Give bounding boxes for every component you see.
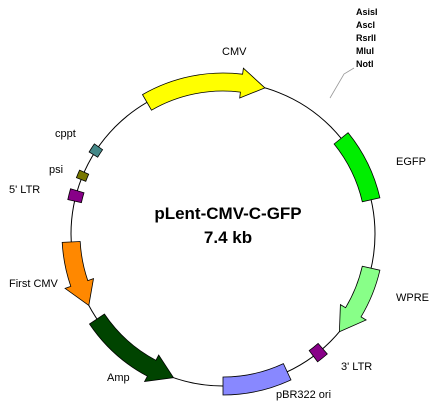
feature-label-amp: Amp: [107, 372, 130, 384]
feature-pbr322: [222, 363, 292, 396]
feature-psi: [75, 169, 90, 182]
plasmid-name: pLent-CMV-C-GFP: [154, 204, 301, 223]
feature-label-cmv: CMV: [222, 46, 247, 58]
site-label: AscI: [356, 20, 375, 30]
site-label: AsisI: [356, 7, 378, 17]
plasmid-size: 7.4 kb: [204, 228, 252, 247]
feature-ltr3: [308, 342, 328, 363]
site-label: RsrII: [356, 33, 376, 43]
feature-cppt: [88, 143, 104, 158]
feature-label-firstcmv: First CMV: [9, 278, 59, 290]
feature-firstcmv: [61, 241, 95, 307]
feature-label-egfp: EGFP: [396, 156, 426, 168]
feature-label-cppt: cppt: [55, 128, 76, 140]
feature-label-wpre: WPRE: [396, 292, 429, 304]
feature-cmv: [141, 67, 266, 111]
feature-wpre: [338, 265, 381, 333]
sites-leader-line: [329, 67, 355, 99]
feature-label-pbr322: pBR322 ori: [276, 389, 331, 401]
feature-egfp: [333, 132, 381, 203]
site-label: NotI: [356, 59, 374, 69]
feature-amp: [88, 313, 175, 382]
feature-label-psi: psi: [49, 164, 63, 176]
feature-label-ltr3: 3' LTR: [341, 361, 372, 373]
site-label: MluI: [356, 46, 374, 56]
feature-ltr5: [67, 188, 85, 204]
feature-label-ltr5: 5' LTR: [9, 184, 40, 196]
